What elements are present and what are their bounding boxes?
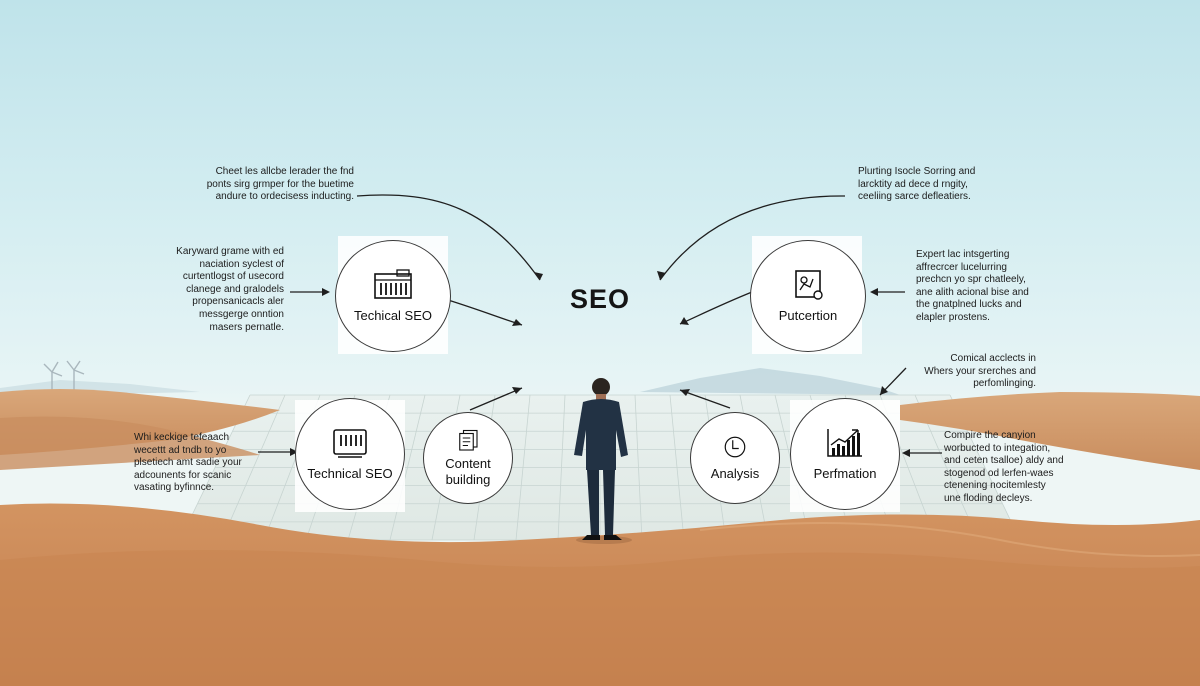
documents-icon bbox=[459, 429, 478, 451]
person-figure bbox=[574, 378, 632, 544]
node-label: Putcertion bbox=[778, 308, 838, 323]
node-technical-seo-top[interactable]: Techical SEO bbox=[335, 240, 451, 352]
diagram-title: SEO bbox=[569, 284, 631, 314]
node-technical-seo-bottom[interactable]: Technical SEO bbox=[295, 398, 405, 510]
node-label: Perfmation bbox=[813, 466, 877, 481]
server-icon bbox=[333, 429, 367, 458]
node-content-building[interactable]: Content building bbox=[423, 412, 513, 504]
node-label: Techical SEO bbox=[353, 308, 433, 323]
clock-icon bbox=[724, 436, 746, 458]
node-label: Analysis bbox=[710, 466, 760, 481]
node-analysis[interactable]: Analysis bbox=[690, 412, 780, 504]
node-performation[interactable]: Perfmation bbox=[790, 398, 900, 510]
server-icon bbox=[374, 269, 412, 299]
node-label: Content building bbox=[445, 456, 491, 487]
growth-chart-icon bbox=[827, 429, 862, 457]
profile-document-icon bbox=[795, 270, 823, 300]
node-label: Technical SEO bbox=[307, 466, 393, 481]
node-putcertion[interactable]: Putcertion bbox=[750, 240, 866, 352]
